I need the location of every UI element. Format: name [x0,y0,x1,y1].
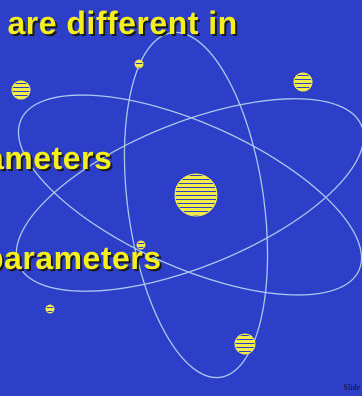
slide-text-line-2: ameters [0,140,113,176]
slide-footer: Slide [343,383,360,392]
electron-top-right [293,72,313,92]
electron-top-left [11,80,31,100]
slide-text-line-1: n are different in [0,5,238,41]
electron-bottom-left [45,304,55,314]
electron-bottom [234,333,256,355]
electron-middle [136,240,146,250]
slide-text-line-3: parameters [0,240,162,276]
electron-top [134,59,144,69]
orbit-left-diagonal [17,94,362,296]
orbit-vertical [123,31,269,379]
nucleus [174,173,218,217]
